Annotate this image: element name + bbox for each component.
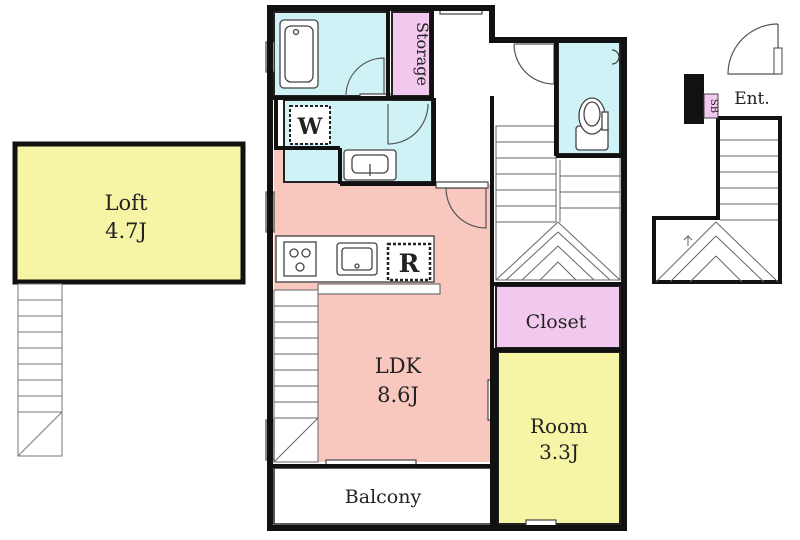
- ldk-fill: [274, 150, 490, 462]
- toilet-icon: [575, 49, 620, 151]
- stove-icon: [283, 241, 317, 277]
- door-swing: [445, 187, 487, 229]
- ldk-size: 8.6J: [377, 383, 419, 407]
- loft-name: Loft: [105, 191, 148, 215]
- washer-box: [289, 105, 331, 145]
- entrance-walls: [652, 116, 782, 284]
- shoebox-fill: [703, 93, 719, 119]
- main-walls: [267, 5, 627, 531]
- fridge-box: [386, 242, 432, 282]
- ldk-name: LDK: [375, 354, 422, 378]
- door-swing: [513, 43, 555, 85]
- loft-size: 4.7J: [105, 219, 147, 243]
- balcony-label: Balcony: [345, 486, 422, 508]
- closet-label: Closet: [526, 311, 587, 333]
- counter-base: [317, 283, 441, 295]
- loft-fill: [12, 141, 246, 285]
- storage-label: Storage: [413, 22, 432, 86]
- room-size: 3.3J: [539, 440, 579, 464]
- closet-fill: [495, 285, 621, 349]
- shoebox-label: SB: [708, 99, 719, 113]
- washer-label: W: [297, 114, 323, 140]
- door-frame: [773, 47, 783, 75]
- fridge-label: R: [399, 249, 420, 278]
- ladder-diagonal: [17, 411, 63, 457]
- entrance-label: Ent.: [734, 89, 770, 109]
- door-swing: [387, 103, 429, 145]
- door-swing: [727, 23, 779, 75]
- room-fill: [497, 351, 621, 525]
- staircase-entrance: [655, 139, 779, 283]
- door-swing: [345, 57, 385, 97]
- wash-basin-icon: [343, 149, 397, 181]
- inner-walls: [270, 8, 624, 528]
- ladder-frame: [17, 283, 63, 457]
- room-name: Room: [530, 414, 588, 438]
- loft-ladder: [17, 283, 63, 457]
- kitchen-sink-icon: [336, 242, 378, 276]
- loft-room: Loft 4.7J: [12, 141, 246, 285]
- storage-fill: [391, 11, 431, 97]
- entrance-area: SB Ent.: [652, 23, 783, 284]
- shoebox-block: [684, 74, 704, 124]
- bathtub-icon: [279, 19, 319, 89]
- staircase-lower-left: [273, 289, 319, 463]
